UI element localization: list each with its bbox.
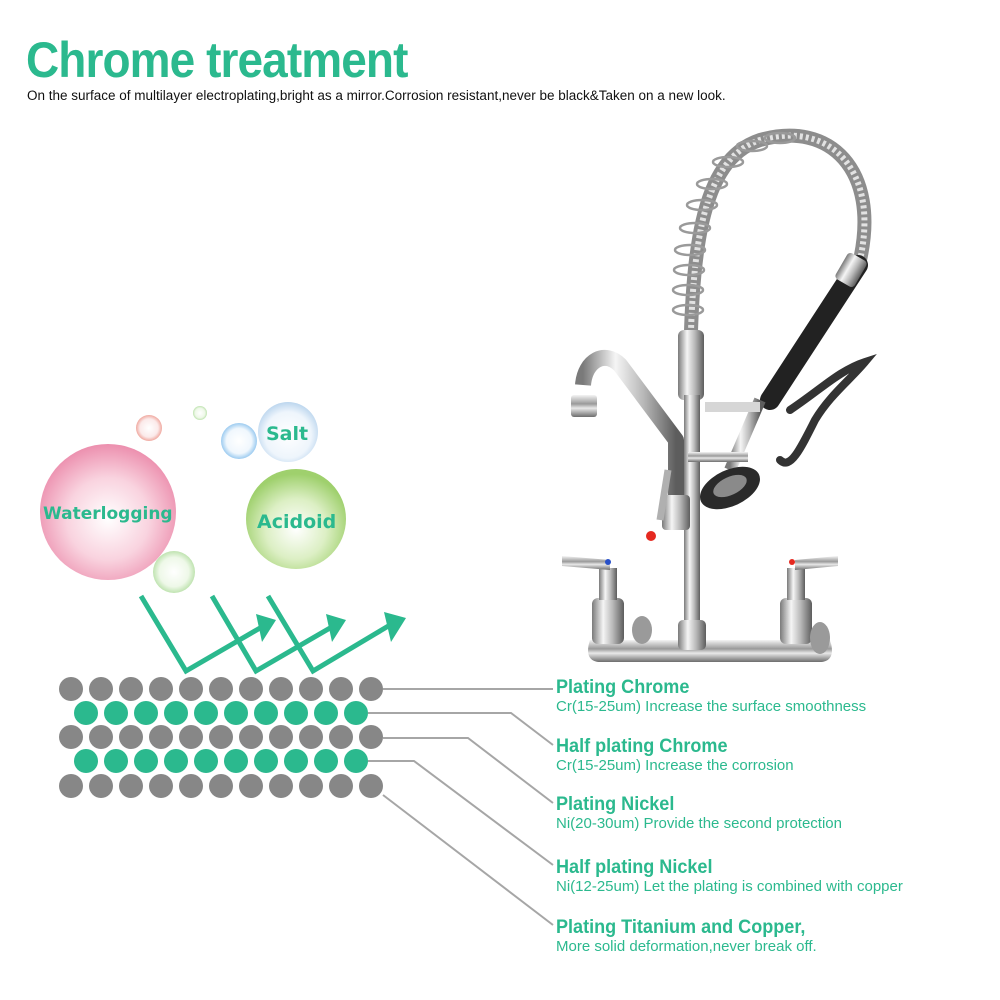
layer-dot-row-4 — [314, 749, 338, 773]
page-title: Chrome treatment — [26, 32, 408, 88]
layer-dot-row-5 — [299, 774, 323, 798]
layer-dot-row-3 — [239, 725, 263, 749]
page-subtitle: On the surface of multilayer electroplat… — [27, 88, 726, 103]
layer-desc: More solid deformation,never break off. — [556, 938, 817, 955]
layer-dot-row-5 — [239, 774, 263, 798]
small-bubble-blue — [221, 423, 257, 459]
layer-dot-row-2 — [344, 701, 368, 725]
leader-lines — [368, 688, 554, 926]
layer-dot-row-4 — [344, 749, 368, 773]
layer-dot-row-3 — [209, 725, 233, 749]
leader-line-5 — [382, 794, 554, 926]
layer-dot-row-5 — [329, 774, 353, 798]
arrow-2 — [209, 594, 332, 675]
layer-dot-row-1 — [329, 677, 353, 701]
small-bubble-green — [193, 406, 207, 420]
layer-dot-row-2 — [104, 701, 128, 725]
reflection-arrows — [138, 594, 392, 675]
small-bubble-green-2 — [153, 551, 195, 593]
leader-line-4 — [368, 760, 554, 866]
layer-dot-row-1 — [149, 677, 173, 701]
layer-dot-row-4 — [224, 749, 248, 773]
layer-dot-row-5 — [119, 774, 143, 798]
layer-dot-row-5 — [209, 774, 233, 798]
faucet-image — [562, 128, 877, 662]
small-bubble-pink — [136, 415, 162, 441]
layer-half-plating-nickel: Half plating Nickel Ni(12-25um) Let the … — [556, 858, 903, 896]
layer-dot-row-3 — [299, 725, 323, 749]
layer-dot-row-4 — [104, 749, 128, 773]
layer-plating-chrome: Plating Chrome Cr(15-25um) Increase the … — [556, 678, 866, 716]
layer-dot-row-1 — [359, 677, 383, 701]
layer-dot-row-3 — [359, 725, 383, 749]
bubbles-group — [40, 402, 346, 593]
layer-half-plating-chrome: Half plating Chrome Cr(15-25um) Increase… — [556, 737, 794, 775]
layer-title: Half plating Chrome — [556, 736, 728, 757]
layer-dot-row-5 — [89, 774, 113, 798]
arrow-heads — [256, 612, 406, 642]
layer-dot-row-5 — [59, 774, 83, 798]
acidoid-label: Acidoid — [257, 511, 337, 533]
layer-desc: Cr(15-25um) Increase the surface smoothn… — [556, 698, 867, 715]
arrow-1 — [138, 594, 262, 675]
layer-dot-row-5 — [359, 774, 383, 798]
layer-dot-row-5 — [179, 774, 203, 798]
leader-line-2 — [368, 712, 554, 746]
layer-dot-row-3 — [269, 725, 293, 749]
layer-dot-row-4 — [74, 749, 98, 773]
salt-bubble — [258, 402, 318, 462]
layer-dot-row-1 — [269, 677, 293, 701]
layer-dot-row-1 — [119, 677, 143, 701]
layer-dot-row-2 — [314, 701, 338, 725]
arrow-head-3 — [384, 612, 406, 642]
layer-title: Plating Chrome — [556, 677, 690, 698]
arrow-head-2 — [326, 614, 346, 642]
waterlogging-bubble — [40, 444, 176, 580]
layer-dot-row-2 — [224, 701, 248, 725]
acidoid-bubble — [246, 469, 346, 569]
layer-title: Plating Nickel — [556, 794, 675, 815]
layer-plating-titanium-copper: Plating Titanium and Copper, More solid … — [556, 918, 819, 956]
layer-dot-row-1 — [239, 677, 263, 701]
layer-dot-row-1 — [179, 677, 203, 701]
layer-dot-row-4 — [194, 749, 218, 773]
layer-dot-row-5 — [149, 774, 173, 798]
layer-dot-row-2 — [164, 701, 188, 725]
layer-dot-row-3 — [179, 725, 203, 749]
leader-line-3 — [383, 737, 554, 804]
layer-dot-row-1 — [209, 677, 233, 701]
waterlogging-label: Waterlogging — [43, 504, 173, 524]
arrow-head-1 — [256, 614, 276, 642]
plating-layers-dots — [59, 677, 383, 798]
layer-title: Plating Titanium and Copper, — [556, 917, 806, 938]
layer-dot-row-5 — [269, 774, 293, 798]
layer-dot-row-3 — [329, 725, 353, 749]
layer-dot-row-1 — [59, 677, 83, 701]
layer-dot-row-1 — [299, 677, 323, 701]
layer-dot-row-3 — [89, 725, 113, 749]
layer-dot-row-2 — [74, 701, 98, 725]
layer-dot-row-2 — [254, 701, 278, 725]
salt-label: Salt — [266, 423, 309, 445]
layer-dot-row-4 — [134, 749, 158, 773]
arrow-3 — [265, 594, 392, 675]
layer-dot-row-4 — [254, 749, 278, 773]
layer-plating-nickel: Plating Nickel Ni(20-30um) Provide the s… — [556, 795, 842, 833]
layer-dot-row-2 — [134, 701, 158, 725]
layer-title: Half plating Nickel — [556, 857, 713, 878]
layer-dot-row-3 — [119, 725, 143, 749]
layer-dot-row-3 — [149, 725, 173, 749]
layer-dot-row-4 — [284, 749, 308, 773]
layer-dot-row-1 — [89, 677, 113, 701]
layer-dot-row-4 — [164, 749, 188, 773]
layer-dot-row-3 — [59, 725, 83, 749]
layer-desc: Ni(12-25um) Let the plating is combined … — [556, 878, 903, 895]
layer-desc: Ni(20-30um) Provide the second protectio… — [556, 815, 842, 832]
layer-desc: Cr(15-25um) Increase the corrosion — [556, 757, 794, 774]
layer-dot-row-2 — [194, 701, 218, 725]
layer-dot-row-2 — [284, 701, 308, 725]
